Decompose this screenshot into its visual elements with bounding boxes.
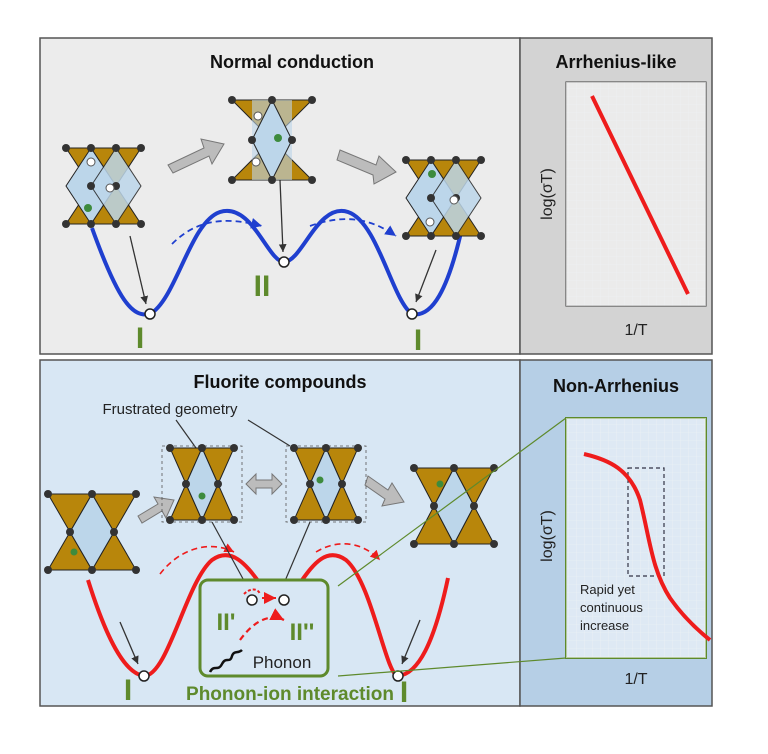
annotation-line-3: increase xyxy=(580,618,629,633)
phonon-label: Phonon xyxy=(253,653,312,672)
annotation-line-2: continuous xyxy=(580,600,643,615)
inset-site-right-label: II'' xyxy=(290,619,315,646)
frustrated-pointer-2 xyxy=(247,419,291,447)
bottom-panel: Fluorite compounds Frustrated geometry xyxy=(39,359,713,709)
top-structure-right xyxy=(402,156,485,240)
bottom-pointer-arrow-1 xyxy=(119,621,139,665)
inset-site-left-marker xyxy=(246,594,258,606)
top-site-right-marker xyxy=(406,308,418,320)
bottom-site-left-marker xyxy=(138,670,150,682)
top-transition-arrow-2 xyxy=(336,149,397,185)
bottom-pointer-arrow-2 xyxy=(401,619,421,665)
annotation-line-1: Rapid yet xyxy=(580,582,635,597)
bottom-site-left-label: I xyxy=(124,674,132,707)
bottom-exchange-arrow xyxy=(245,472,283,496)
bottom-structure-left xyxy=(44,490,140,574)
bottom-transition-arrow-2 xyxy=(364,475,405,507)
top-pointer-arrow-1 xyxy=(129,235,149,305)
top-plot-title: Arrhenius-like xyxy=(555,52,676,72)
top-site-left-label: I xyxy=(136,322,144,355)
bottom-pointer-arrow-4 xyxy=(281,521,311,589)
top-hop-arrow-1 xyxy=(171,218,263,245)
bottom-structure-right xyxy=(410,464,498,548)
callout-line-top xyxy=(337,417,567,587)
bottom-plot-title: Non-Arrhenius xyxy=(553,376,679,396)
bottom-transition-arrow-1 xyxy=(137,496,175,524)
bottom-hop-arrow-2 xyxy=(315,543,381,561)
phonon-wave-icon xyxy=(208,649,243,673)
inset-hop-arrow xyxy=(239,608,285,641)
top-plot-xlabel: 1/T xyxy=(624,322,647,339)
top-structure-left xyxy=(62,144,145,228)
bottom-plot-ylabel: log(σT) xyxy=(539,510,556,562)
top-panel: Normal conduction xyxy=(39,37,713,357)
bottom-structure-frustrated-1 xyxy=(161,444,243,524)
callout-line-bottom xyxy=(337,657,567,677)
rapid-increase-box xyxy=(627,467,665,577)
top-site-right-label: I xyxy=(414,324,422,357)
bottom-pointer-arrow-3 xyxy=(211,521,249,589)
bottom-structure-frustrated-2 xyxy=(285,444,367,524)
top-site-middle-label: II xyxy=(254,270,271,303)
inset-site-right-marker xyxy=(278,594,290,606)
bottom-energy-curve xyxy=(86,553,450,679)
phonon-ion-interaction-label: Phonon-ion interaction xyxy=(186,684,394,705)
top-plot-ylabel: log(σT) xyxy=(539,168,556,220)
top-hop-arrow-2 xyxy=(309,218,397,237)
bottom-plot-line xyxy=(583,452,712,642)
top-pointer-arrow-2 xyxy=(278,179,287,253)
top-structure-middle xyxy=(228,96,316,184)
inset-site-left-label: II' xyxy=(216,609,235,636)
top-transition-arrow-1 xyxy=(167,138,225,174)
frustrated-pointer-1 xyxy=(175,419,197,449)
phonon-inset-box xyxy=(198,578,330,678)
bottom-site-right-label: I xyxy=(400,676,408,709)
bottom-plot-xlabel: 1/T xyxy=(624,671,647,688)
top-site-left-marker xyxy=(144,308,156,320)
frustrated-geometry-label: Frustrated geometry xyxy=(102,401,238,418)
top-site-middle-marker xyxy=(278,256,290,268)
top-panel-title: Normal conduction xyxy=(210,52,374,72)
top-pointer-arrow-3 xyxy=(415,249,437,303)
bottom-panel-title: Fluorite compounds xyxy=(194,372,367,392)
top-plot-line xyxy=(590,95,690,295)
